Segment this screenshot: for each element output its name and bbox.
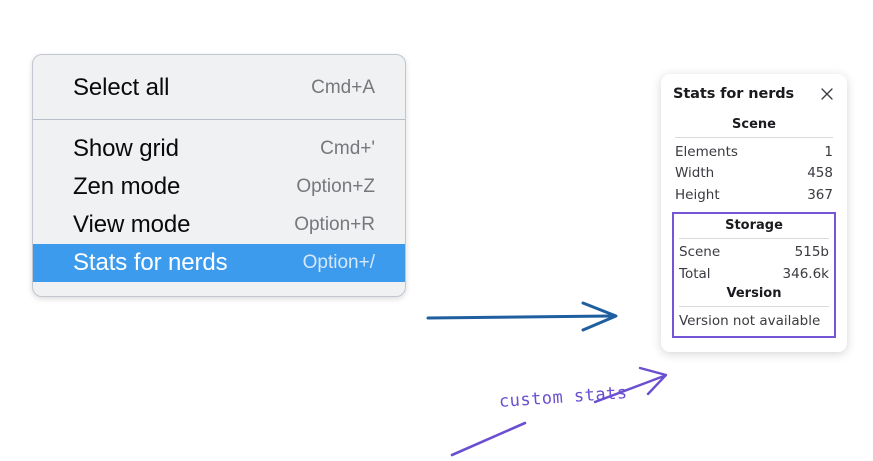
stat-key: Scene [679,244,721,261]
group-title-version: Version [726,286,782,302]
menu-item-select-all[interactable]: Select all Cmd+A [33,69,405,107]
menu-item-show-grid[interactable]: Show grid Cmd+' [33,130,405,168]
close-icon[interactable] [819,86,835,102]
stat-row-scene-storage: Scene 515b [677,242,831,264]
stat-value: 1 [824,143,833,160]
handwritten-annotation-label: custom stats [498,383,629,412]
group-rule [679,306,829,308]
stat-value: 515b [794,244,829,261]
stat-key: Width [675,165,715,182]
menu-item-shortcut: Cmd+A [311,77,375,98]
stat-value: 367 [807,187,833,204]
menu-item-stats-for-nerds[interactable]: Stats for nerds Option+/ [33,244,405,282]
group-rule [675,137,833,138]
stat-key: Height [675,187,720,204]
menu-item-label: Zen mode [73,173,181,200]
menu-section-2: Show grid Cmd+' Zen mode Option+Z View m… [33,120,405,296]
menu-item-label: Show grid [73,135,179,162]
stat-row-height: Height 367 [673,185,835,207]
menu-item-shortcut: Option+Z [296,176,375,197]
menu-separator [33,119,405,120]
stat-key: Total [679,266,711,282]
menu-item-label: View mode [73,211,191,238]
menu-item-shortcut: Option+R [294,214,375,235]
context-menu[interactable]: Select all Cmd+A Show grid Cmd+' Zen mod… [32,54,406,297]
blue-arrow [426,301,618,332]
stats-group-storage: Storage Scene 515b Total 346.6k [677,217,831,286]
stats-group-version: Version Version not available [677,285,831,331]
custom-stats-highlight-box: Storage Scene 515b Total 346.6k Version … [672,211,836,339]
panel-title: Stats for nerds [673,86,795,102]
stats-for-nerds-panel: Stats for nerds Scene Elements 1 Width 4… [661,74,847,353]
stat-row-elements: Elements 1 [673,141,835,163]
group-rule [679,237,829,239]
stat-row-total-storage: Total 346.6k [677,264,831,286]
purple-tail-stroke [450,421,527,457]
stat-value: 346.6k [782,266,829,282]
version-text: Version not available [679,312,821,329]
menu-item-shortcut: Option+/ [302,252,375,273]
menu-item-zen-mode[interactable]: Zen mode Option+Z [33,168,405,206]
menu-item-shortcut: Cmd+' [320,138,375,159]
menu-item-label: Select all [73,74,170,101]
stats-group-scene: Scene Elements 1 Width 458 Height 367 [673,116,835,207]
menu-section-1: Select all Cmd+A [33,55,405,119]
panel-header: Stats for nerds [673,86,835,102]
stat-value: 458 [807,165,833,182]
stat-key: Elements [675,143,738,160]
menu-item-label: Stats for nerds [73,249,228,276]
menu-item-view-mode[interactable]: View mode Option+R [33,206,405,244]
stat-row-width: Width 458 [673,163,835,185]
group-title-scene: Scene [732,117,776,132]
group-title-storage: Storage [725,217,783,233]
